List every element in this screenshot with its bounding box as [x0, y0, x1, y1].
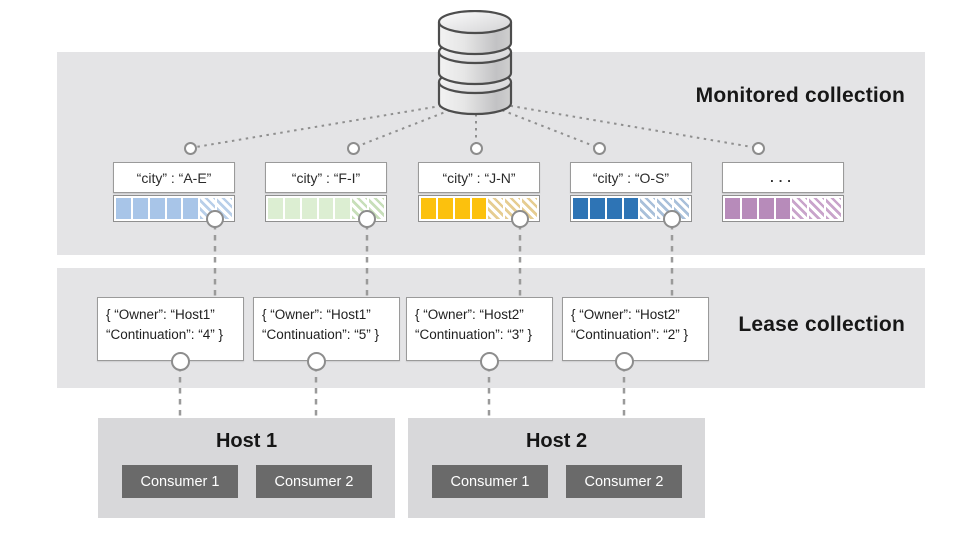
partition-bar [113, 195, 235, 222]
lease-document: { “Owner”: “Host2” “Continuation”: “3” } [406, 297, 553, 361]
partition-segment-solid [301, 198, 317, 219]
partition-bar [418, 195, 540, 222]
partition-segment-solid [318, 198, 334, 219]
partition-segment-solid [725, 198, 740, 219]
partition-connector-circle [751, 141, 765, 155]
partition-to-lease-dashed-lines [213, 224, 674, 297]
consumer-button: Consumer 1 [432, 465, 548, 498]
partition-segment-solid [758, 198, 774, 219]
monitored-collection-label: Monitored collection [695, 84, 905, 107]
lease-owner-line: { “Owner”: “Host1” [262, 307, 371, 322]
partition-segment-solid [741, 198, 757, 219]
lease-document: { “Owner”: “Host2” “Continuation”: “2” } [562, 297, 709, 361]
lease-continuation-line: “Continuation”: “3” } [415, 327, 533, 342]
lease-connector-circle [170, 352, 190, 371]
partition-segment-solid [116, 198, 131, 219]
lease-owner-line: { “Owner”: “Host2” [571, 307, 680, 322]
consumer-button: Consumer 2 [566, 465, 682, 498]
partition-segment-hatched [809, 198, 825, 219]
partition-segment-solid [166, 198, 182, 219]
partition-column: “city” : “F-I” [265, 162, 387, 228]
database-cylinder-icon [435, 9, 515, 121]
partition-segment-solid [284, 198, 300, 219]
partition-pin-circle [358, 210, 376, 228]
partition-bar [722, 195, 844, 222]
lease-connector-circle [306, 352, 326, 371]
partition-segment-solid [471, 198, 487, 219]
partition-column: ... [722, 162, 844, 222]
partition-pin-circle [663, 210, 681, 228]
partition-segment-solid [775, 198, 791, 219]
partition-pin-circle [511, 210, 529, 228]
partition-segment-solid [606, 198, 622, 219]
partition-segment-solid [623, 198, 639, 219]
host-title: Host 1 [215, 430, 278, 452]
partition-range-label: “city” : “J-N” [418, 162, 540, 193]
partition-connector-circle [592, 141, 606, 155]
partition-range-label: “city” : “A-E” [113, 162, 235, 193]
partition-segment-solid [335, 198, 351, 219]
lease-document: { “Owner”: “Host1” “Continuation”: “5” } [253, 297, 400, 361]
lease-collection-label: Lease collection [738, 313, 905, 336]
partition-segment-hatched [488, 198, 504, 219]
partition-segment-solid [149, 198, 165, 219]
lease-owner-line: { “Owner”: “Host1” [106, 307, 215, 322]
lease-continuation-line: “Continuation”: “5” } [262, 327, 380, 342]
partition-column: “city” : “J-N” [418, 162, 540, 228]
consumer-button: Consumer 1 [122, 465, 238, 498]
lease-connector-circle [479, 352, 499, 371]
partition-range-label: “city” : “O-S” [570, 162, 692, 193]
lease-connector-circle [614, 352, 634, 371]
partition-column: “city” : “A-E” [113, 162, 235, 228]
lease-continuation-line: “Continuation”: “4” } [106, 327, 224, 342]
lease-owner-line: { “Owner”: “Host2” [415, 307, 524, 322]
partition-segment-hatched [792, 198, 808, 219]
partition-pin-circle [206, 210, 224, 228]
partition-connector-circle [346, 141, 360, 155]
partition-segment-solid [268, 198, 283, 219]
partition-segment-solid [421, 198, 436, 219]
host-box: Host 1 Consumer 1 Consumer 2 [98, 418, 395, 518]
host-box: Host 2 Consumer 1 Consumer 2 [408, 418, 705, 518]
lease-continuation-line: “Continuation”: “2” } [571, 327, 689, 342]
partition-connector-circle [469, 141, 483, 155]
partition-connector-circle [183, 141, 197, 155]
partition-segment-solid [132, 198, 148, 219]
partition-segment-solid [573, 198, 588, 219]
partition-segment-solid [437, 198, 453, 219]
partition-range-label: “city” : “F-I” [265, 162, 387, 193]
partition-range-label: ... [722, 162, 844, 193]
lease-document: { “Owner”: “Host1” “Continuation”: “4” } [97, 297, 244, 361]
partition-segment-solid [454, 198, 470, 219]
partition-segment-solid [183, 198, 199, 219]
host-title: Host 2 [525, 430, 588, 452]
partition-segment-solid [589, 198, 605, 219]
partition-column: “city” : “O-S” [570, 162, 692, 228]
partition-segment-hatched [826, 198, 842, 219]
consumer-button: Consumer 2 [256, 465, 372, 498]
partition-segment-hatched [640, 198, 656, 219]
